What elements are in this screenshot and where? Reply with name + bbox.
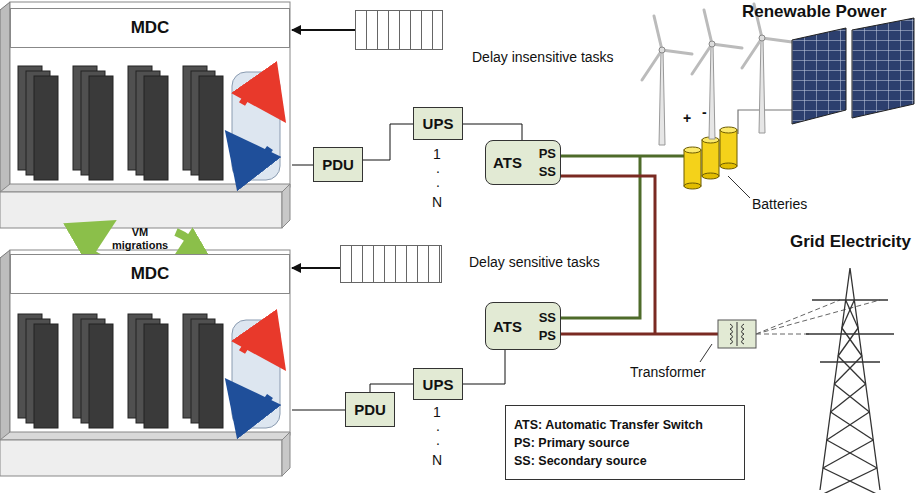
- task-queue: Delay sensitive tasks: [340, 245, 442, 283]
- source-port: PS: [539, 328, 556, 343]
- power-cable: [463, 350, 505, 384]
- polarity-sign: +: [683, 110, 691, 126]
- tower-brace: [842, 328, 862, 356]
- turbine-blade: [704, 10, 712, 44]
- turbine-blade: [712, 44, 742, 48]
- power-cable: [463, 124, 522, 140]
- turbine-tower: [659, 50, 665, 145]
- turbine-blade: [742, 38, 762, 68]
- box-label: PDU: [354, 401, 386, 418]
- legend-line: ATS: Automatic Transfer Switch: [514, 418, 736, 432]
- server-rack: [199, 76, 223, 180]
- tower-brace: [819, 468, 877, 493]
- queue-label: Delay insensitive tasks: [472, 49, 614, 65]
- unit-index: N: [432, 452, 442, 468]
- transfer-switch: ATS PS SS: [485, 140, 561, 185]
- unit-index: .: [436, 160, 440, 176]
- source-port: SS: [539, 310, 556, 325]
- queue-label: Delay sensitive tasks: [469, 254, 600, 270]
- server-racks: [18, 66, 223, 428]
- solar-panel: [792, 18, 914, 124]
- power-cable: [363, 124, 413, 160]
- tower-brace: [834, 384, 869, 412]
- power-wires: [561, 110, 792, 362]
- cooling-unit: [232, 72, 280, 180]
- source-ports: SS PS: [539, 310, 556, 343]
- equipment-box: UPS: [413, 368, 463, 400]
- unit-index: .: [436, 418, 440, 434]
- power-cable: [292, 410, 345, 411]
- turbine-blade: [762, 38, 792, 42]
- mdc-title: MDC: [10, 8, 290, 48]
- tower-brace: [838, 328, 858, 356]
- part-label: Batteries: [752, 196, 807, 212]
- box-label: UPS: [423, 376, 454, 393]
- legend-line: PS: Primary source: [514, 436, 736, 450]
- tower-brace: [823, 440, 873, 468]
- server-rack: [89, 324, 113, 428]
- tower-brace: [842, 300, 854, 328]
- turbine-blade: [662, 50, 692, 54]
- equipment-box: UPS: [413, 107, 463, 140]
- part-label: Transformer: [630, 364, 706, 380]
- legend-line: SS: Secondary source: [514, 454, 736, 468]
- power-cable: [370, 384, 413, 392]
- turbine-hub: [659, 47, 665, 53]
- unit-index: .: [436, 432, 440, 448]
- source-ports: PS SS: [539, 146, 556, 179]
- tower-brace: [831, 384, 866, 412]
- server-rack: [89, 76, 113, 180]
- turbine-blade: [642, 50, 662, 80]
- turbine-hub: [759, 35, 765, 41]
- transfer-switch: ATS SS PS: [485, 302, 561, 350]
- switch-label: ATS: [493, 154, 522, 171]
- turbine-tower: [709, 44, 715, 139]
- unit-index: N: [432, 194, 442, 210]
- abbreviation-box: ATS: Automatic Transfer SwitchPS: Primar…: [505, 405, 745, 480]
- section-title: Grid Electricity: [790, 232, 911, 252]
- tower-brace: [827, 412, 870, 440]
- turbine-blade: [692, 44, 712, 74]
- tower-brace: [838, 356, 866, 384]
- server-rack: [144, 324, 168, 428]
- source-port: SS: [539, 164, 556, 179]
- server-rack: [199, 324, 223, 428]
- mdc-shell: [0, 2, 290, 228]
- server-rack: [34, 76, 58, 180]
- tower-brace: [831, 412, 874, 440]
- turbine-blade: [654, 16, 662, 50]
- wind-turbine: [642, 4, 792, 145]
- task-arrow: [292, 267, 340, 269]
- equipment-box: PDU: [345, 392, 395, 427]
- micro-data-center: MDC: [0, 248, 292, 480]
- tower-brace: [834, 356, 862, 384]
- mdc-shell: [0, 250, 290, 476]
- turbine-hub: [709, 41, 715, 47]
- mdc-title: MDC: [10, 254, 290, 294]
- box-label: UPS: [423, 115, 454, 132]
- box-label: PDU: [322, 156, 354, 173]
- tower-brace: [827, 440, 877, 468]
- unit-index: 1: [433, 404, 441, 420]
- turbine-tower: [759, 38, 765, 133]
- unit-index: 1: [433, 146, 441, 162]
- transmission-tower: [806, 268, 894, 493]
- cooling-unit: [232, 320, 280, 428]
- source-port: PS: [539, 146, 556, 161]
- server-rack: [34, 324, 58, 428]
- unit-index: .: [436, 174, 440, 190]
- power-cable: [292, 165, 313, 166]
- task-queue: Delay insensitive tasks: [355, 10, 443, 50]
- equipment-box: PDU: [313, 147, 363, 182]
- server-rack: [144, 76, 168, 180]
- polarity-sign: -: [702, 104, 707, 120]
- switch-label: ATS: [493, 318, 522, 335]
- task-arrow: [292, 29, 355, 31]
- micro-data-center: MDC: [0, 0, 292, 230]
- section-title: Renewable Power: [742, 2, 887, 22]
- part-label: VM migrations: [112, 226, 168, 251]
